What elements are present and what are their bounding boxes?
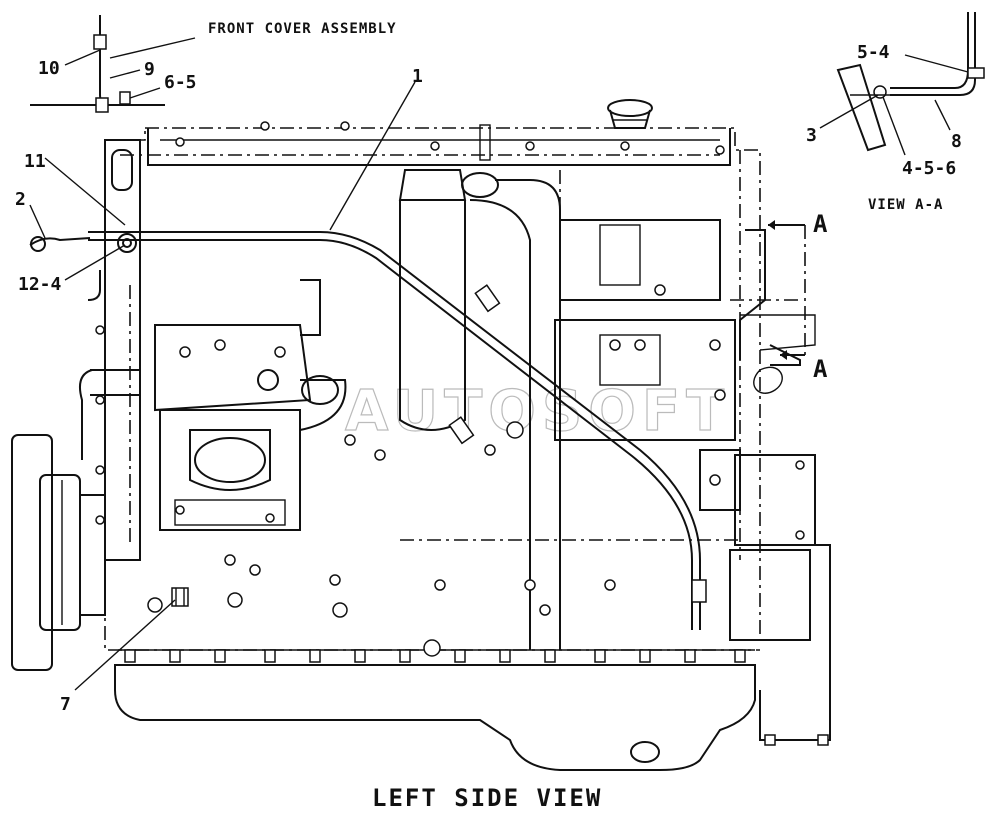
valve-cover bbox=[147, 99, 731, 166]
callout-3: 3 bbox=[806, 125, 817, 146]
callout-1: 1 bbox=[412, 66, 423, 87]
callout-5-4: 5-4 bbox=[857, 42, 890, 63]
block-bolts bbox=[147, 421, 616, 618]
section-indicator: A A bbox=[768, 210, 829, 383]
drain-fitting bbox=[171, 587, 189, 607]
view-aa-caption: VIEW A-A bbox=[868, 197, 943, 213]
diagram-title: LEFT SIDE VIEW bbox=[372, 784, 602, 812]
pan-bolts bbox=[124, 639, 746, 663]
callout-10: 10 bbox=[38, 58, 60, 79]
watermark: AUTOSOFT bbox=[345, 379, 730, 444]
line-assembly-2 bbox=[29, 233, 141, 460]
callout-2: 2 bbox=[15, 189, 26, 210]
callout-6-5: 6-5 bbox=[164, 72, 197, 93]
callout-8: 8 bbox=[951, 131, 962, 152]
callout-9: 9 bbox=[144, 59, 155, 80]
injection-pump bbox=[154, 279, 347, 531]
head-bolts bbox=[175, 121, 725, 155]
front-cover-inset bbox=[30, 15, 165, 113]
callout-4-5-6: 4-5-6 bbox=[902, 158, 956, 179]
block-features bbox=[554, 219, 816, 641]
leader-lines bbox=[29, 37, 969, 691]
front-pulley bbox=[11, 139, 141, 671]
section-marker-bottom: A bbox=[813, 355, 829, 383]
rear-bracket-line bbox=[739, 229, 816, 366]
callout-12-4: 12-4 bbox=[18, 274, 62, 295]
section-marker-top: A bbox=[813, 210, 829, 238]
callout-7: 7 bbox=[60, 694, 71, 715]
oil-pan bbox=[114, 649, 756, 771]
fuel-line bbox=[88, 231, 707, 630]
view-aa-inset bbox=[836, 12, 985, 152]
flywheel-housing bbox=[759, 544, 831, 746]
callout-11: 11 bbox=[24, 151, 46, 172]
front-cover-label: FRONT COVER ASSEMBLY bbox=[208, 21, 397, 37]
